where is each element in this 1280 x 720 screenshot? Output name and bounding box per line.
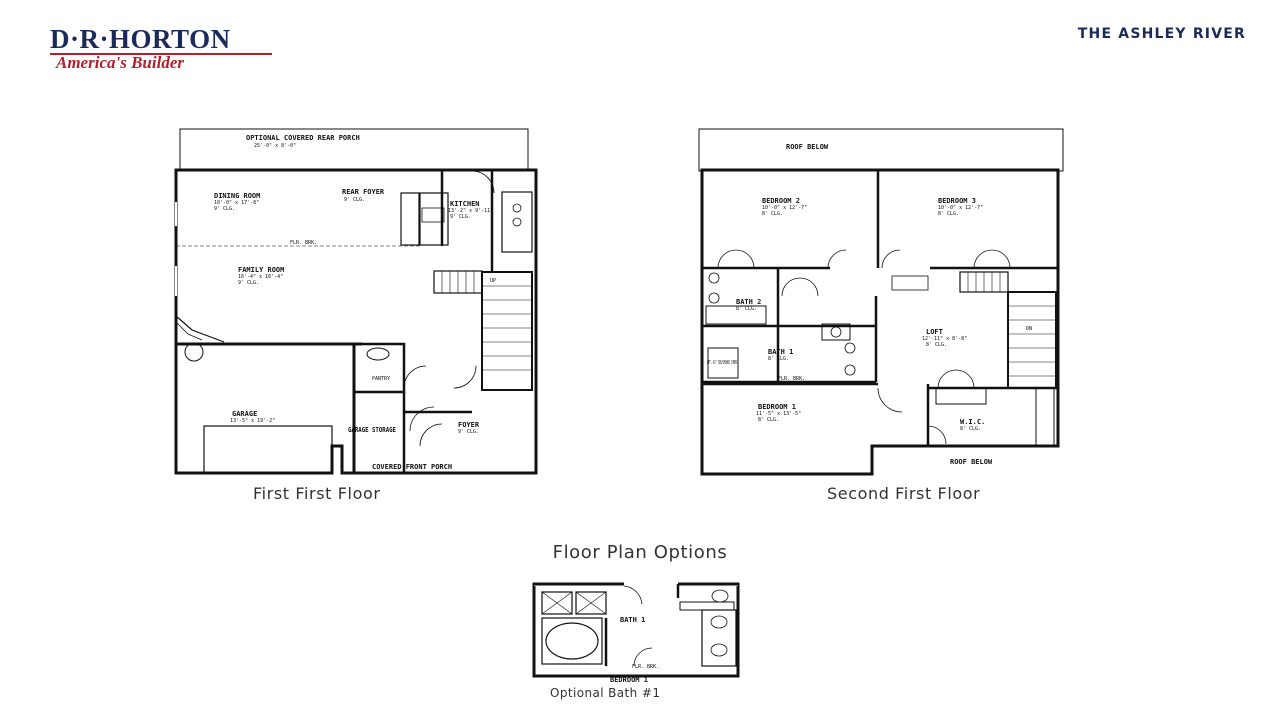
label-bedroom-1-dim: 11'-5" x 13'-5" [756,411,801,417]
label-roof-below-bottom: ROOF BELOW [950,458,993,466]
logo-rule [50,53,272,55]
dr-horton-logo: D·R·HORTON America's Builder [50,24,280,72]
first-floor-caption: First First Floor [253,484,381,503]
floor-plan-options-title: Floor Plan Options [552,542,728,563]
label-loft-ceil: 8' CLG. [926,342,947,348]
label-foyer: FOYER [458,421,480,429]
label-dining-room: DINING ROOM [214,192,260,200]
label-loft: LOFT [926,328,943,336]
label-bedroom-2: BEDROOM 2 [762,197,800,205]
label-loft-dim: 12'-11" x 8'-8" [922,336,967,342]
opt-label-bedroom-1: BEDROOM 1 [610,676,648,684]
label-wic: W.I.C. [960,418,985,426]
label-bedroom-3-ceil: 8' CLG. [938,211,959,217]
label-dining-dim: 10'-0" x 17'-8" [214,200,259,206]
label-bedroom-3: BEDROOM 3 [938,197,976,205]
label-flr-brk-2: FLR. BRK. [778,376,805,382]
label-family-dim: 16'-4" x 16'-4" [238,274,283,280]
opt-label-flr-brk: FLR. BRK. [632,664,659,670]
label-bedroom-1: BEDROOM 1 [758,403,796,411]
logo-tagline: America's Builder [56,53,184,72]
logo-wordmark: D·R·HORTON [50,24,231,54]
label-kitchen: KITCHEN [450,200,480,208]
label-wic-ceil: 8' CLG. [960,426,981,432]
label-bath-1-ceil: 8' CLG. [768,356,789,362]
label-bedroom-2-dim: 10'-0" x 12'-7" [762,205,807,211]
label-dining-ceil: 9' CLG. [214,206,235,212]
label-tub-shower-combo: OPT. 42" TUB/SHOWER COMBO [707,360,737,366]
label-foyer-ceil: 9' CLG. [458,429,479,435]
label-flr-brk-1: FLR. BRK. [290,240,317,246]
label-rear-porch-dim: 25'-0" x 8'-0" [254,143,296,149]
label-bath-1: BATH 1 [768,348,793,356]
second-floor-drawing: ROOF BELOW BEDROOM 2 10'-0" x 12'-7" 8' … [698,128,1064,476]
second-floor-plan: ROOF BELOW BEDROOM 2 10'-0" x 12'-7" 8' … [698,126,1066,478]
label-bedroom-2-ceil: 8' CLG. [762,211,783,217]
label-rear-foyer-ceil: 9' CLG. [344,197,365,203]
label-kitchen-ceil: 9' CLG. [450,214,471,220]
optional-bath-1-caption: Optional Bath #1 [550,686,661,700]
label-bedroom-1-ceil: 8' CLG. [758,417,779,423]
label-rear-foyer: REAR FOYER [342,188,385,196]
label-garage: GARAGE [232,410,257,418]
label-garage-storage: GARAGE STORAGE [348,426,396,434]
label-garage-dim: 13'-5" x 19'-2" [230,418,275,424]
second-floor-caption: Second First Floor [827,484,981,503]
label-bath-2: BATH 2 [736,298,761,306]
label-stairs-dn: DN [1026,326,1032,332]
optional-bath-1-plan: BATH 1 FLR. BRK. BEDROOM 1 [528,574,750,684]
label-family-ceil: 9' CLG. [238,280,259,286]
model-name: THE ASHLEY RIVER [1077,26,1246,42]
label-pantry: PANTRY [372,376,390,382]
label-front-porch: COVERED FRONT PORCH [372,463,452,471]
optional-bath-1-drawing: BATH 1 FLR. BRK. BEDROOM 1 [532,582,740,684]
first-floor-plan: OPTIONAL COVERED REAR PORCH 25'-0" x 8'-… [172,126,538,478]
label-stairs-up: UP [490,278,496,284]
first-floor-drawing: OPTIONAL COVERED REAR PORCH 25'-0" x 8'-… [174,128,538,475]
label-rear-porch: OPTIONAL COVERED REAR PORCH [246,134,360,142]
label-bath-2-ceil: 8' CLG. [736,306,757,312]
label-family-room: FAMILY ROOM [238,266,284,274]
label-kitchen-dim: 13'-2" x 9'-11" [448,208,493,214]
opt-label-bath-1: BATH 1 [620,616,645,624]
label-bedroom-3-dim: 10'-0" x 12'-7" [938,205,983,211]
label-roof-below-top: ROOF BELOW [786,143,829,151]
